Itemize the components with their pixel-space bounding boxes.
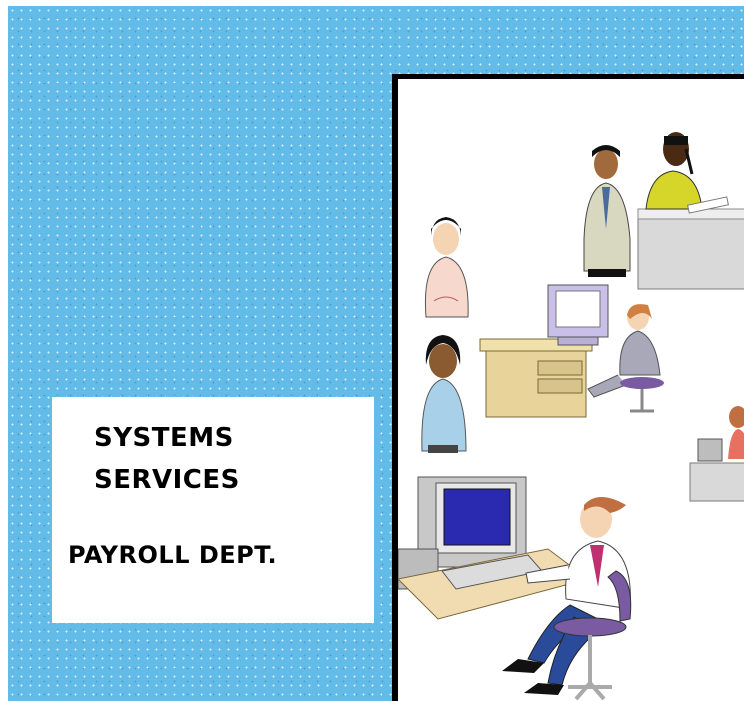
department-sign: SYSTEMS SERVICES PAYROLL DEPT. [52,397,374,623]
standing-woman-2-icon [421,335,467,453]
office-scene [398,132,744,701]
computer-icon [547,284,609,346]
sign-line-services: SERVICES [94,465,240,495]
sign-line-systems: SYSTEMS [94,423,234,453]
man-on-phone-icon [637,132,744,290]
seated-woman-at-computer-icon [587,304,664,413]
chair-icon [553,570,632,701]
sign-line-payroll: PAYROLL DEPT. [68,541,278,569]
desk-icon [479,338,593,418]
standing-woman-icon [424,217,469,318]
monitor-icon [398,476,527,590]
office-illustration-panel [392,74,744,701]
partial-person-at-computer-icon [689,406,744,502]
standing-man-icon [583,145,631,277]
